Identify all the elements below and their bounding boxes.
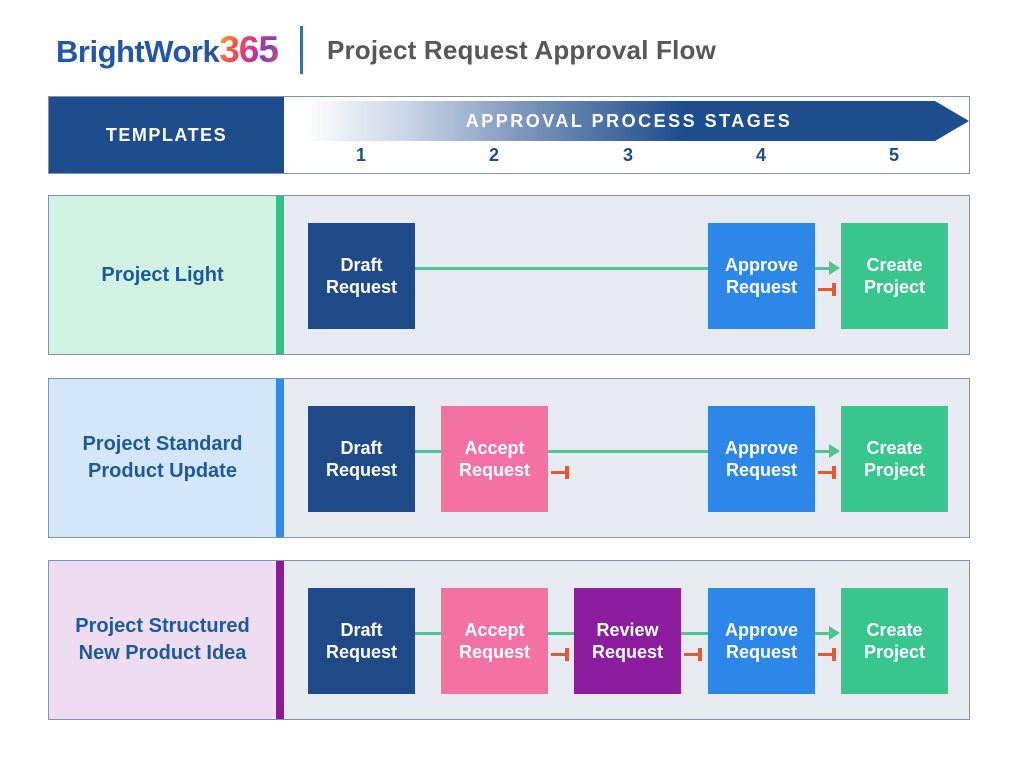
step-box-review: Review Request (574, 588, 681, 694)
stage-number-2: 2 (488, 145, 500, 165)
template-name-cell: Project Structured New Product Idea (49, 561, 276, 719)
template-row-3: Project Structured New Product Idea Draft… (48, 560, 970, 720)
logo-brand-text: BrightWork (56, 34, 220, 69)
template-row-1: Project Light Draft Request Approve Reques… (48, 195, 970, 355)
top-bar: BrightWork 365 Project Request Approval … (56, 24, 716, 76)
reject-marker-line (684, 653, 698, 656)
connector-line (415, 632, 441, 635)
step-box-approve: Approve Request (708, 406, 815, 512)
header-band: TEMPLATES APPROVAL PROCESS STAGES 1 2 3 4 5 (48, 96, 970, 174)
reject-marker-stop-icon (698, 648, 702, 661)
stage-number-3: 3 (622, 145, 634, 165)
row-accent-bar (276, 196, 284, 354)
connector-line (415, 267, 708, 270)
template-row-2: Project Standard Product Update Draft Req… (48, 378, 970, 538)
connector-line (548, 450, 708, 453)
step-box-create: Create Project (841, 223, 948, 329)
step-box-label: Approve Request (724, 254, 798, 298)
connector-line (548, 632, 574, 635)
connector-line (815, 450, 832, 453)
step-box-accept: Accept Request (441, 588, 548, 694)
connector-line (815, 267, 832, 270)
step-box-label: Accept Request (458, 619, 530, 663)
stage-number-5: 5 (888, 145, 900, 165)
approval-stages-arrow: APPROVAL PROCESS STAGES (289, 101, 969, 141)
stage-number-4: 4 (755, 145, 767, 165)
reject-marker-stop-icon (565, 648, 569, 661)
template-name-cell: Project Light (49, 196, 276, 354)
step-box-accept: Accept Request (441, 406, 548, 512)
reject-marker-stop-icon (832, 283, 836, 296)
step-box-label: Create Project (863, 254, 926, 298)
row-stages-area: Draft Request Accept Request Review Reques… (284, 561, 969, 719)
step-box-draft: Draft Request (308, 406, 415, 512)
connector-arrowhead-icon (829, 626, 840, 640)
template-name-cell: Project Standard Product Update (49, 379, 276, 537)
reject-marker-line (818, 288, 832, 291)
step-box-create: Create Project (841, 588, 948, 694)
step-box-create: Create Project (841, 406, 948, 512)
step-box-label: Draft Request (325, 437, 397, 481)
reject-marker-stop-icon (832, 648, 836, 661)
row-stages-area: Draft Request Approve Request Create Proje… (284, 196, 969, 354)
logo-suffix-text: 365 (219, 29, 279, 70)
page-title: Project Request Approval Flow (326, 34, 717, 65)
template-name-label: Project Structured New Product Idea (75, 615, 250, 664)
step-box-approve: Approve Request (708, 223, 815, 329)
step-box-label: Accept Request (458, 437, 530, 481)
connector-line (681, 632, 708, 635)
step-box-draft: Draft Request (308, 223, 415, 329)
step-box-approve: Approve Request (708, 588, 815, 694)
row-accent-bar (276, 379, 284, 537)
reject-marker-line (818, 653, 832, 656)
step-box-label: Draft Request (325, 254, 397, 298)
reject-marker-stop-icon (832, 466, 836, 479)
step-box-label: Create Project (863, 619, 926, 663)
connector-line (415, 450, 441, 453)
brightwork365-logo: BrightWork 365 (56, 29, 279, 71)
connector-line (815, 632, 832, 635)
connector-arrowhead-icon (829, 261, 840, 275)
connector-arrowhead-icon (829, 444, 840, 458)
templates-header: TEMPLATES (49, 97, 284, 173)
step-box-label: Review Request (591, 619, 663, 663)
step-box-label: Draft Request (325, 619, 397, 663)
template-name-label: Project Light (101, 263, 224, 286)
template-name-label: Project Standard Product Update (82, 433, 243, 482)
stage-number-1: 1 (355, 145, 367, 165)
row-accent-bar (276, 561, 284, 719)
logo-title-divider (299, 26, 303, 74)
templates-header-label: TEMPLATES (105, 124, 228, 145)
step-box-label: Approve Request (724, 437, 798, 481)
approval-stages-label: APPROVAL PROCESS STAGES (465, 110, 793, 131)
step-box-draft: Draft Request (308, 588, 415, 694)
row-stages-area: Draft Request Accept Request Approve Reque… (284, 379, 969, 537)
reject-marker-line (551, 653, 565, 656)
reject-marker-stop-icon (565, 466, 569, 479)
step-box-label: Approve Request (724, 619, 798, 663)
step-box-label: Create Project (863, 437, 926, 481)
reject-marker-line (551, 471, 565, 474)
reject-marker-line (818, 471, 832, 474)
